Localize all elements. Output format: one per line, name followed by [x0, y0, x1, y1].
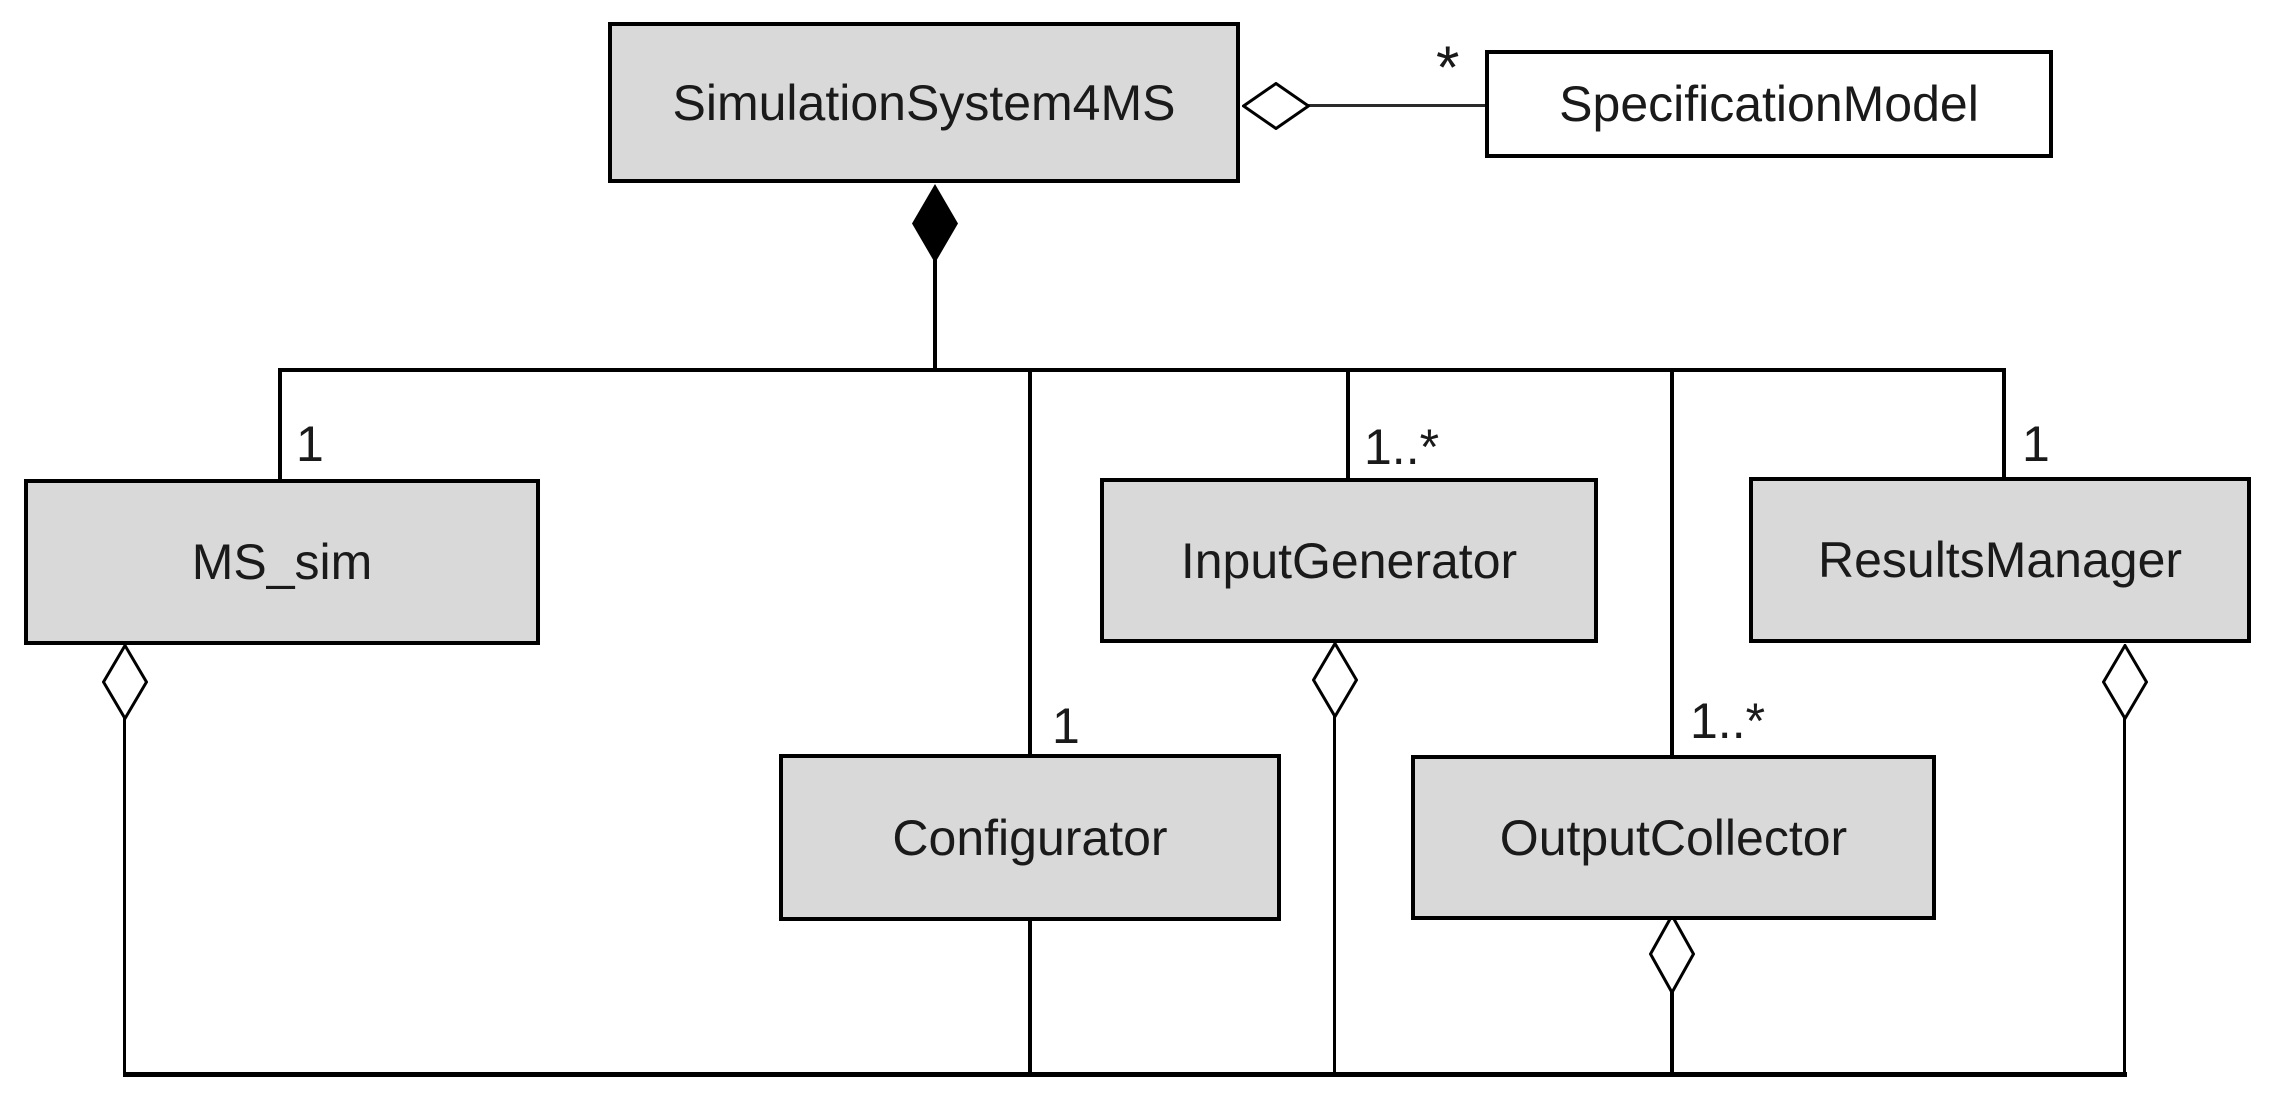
class-label-configurator: Configurator	[892, 809, 1168, 866]
drop-line-to-resultsmanager	[2002, 368, 2006, 481]
aggregation-diamond-icon-outputcollector	[1649, 914, 1695, 994]
class-box-resultsmanager: ResultsManager	[1749, 477, 2251, 643]
class-box-ms-sim: MS_sim	[24, 479, 540, 645]
drop-line-to-outputcollector	[1670, 368, 1674, 759]
aggregation-diamond-icon-resultsmanager	[2102, 644, 2148, 720]
aggregation-stem-ms-sim	[123, 716, 126, 1076]
drop-line-to-configurator	[1028, 368, 1032, 758]
class-label-specificationmodel: SpecificationModel	[1559, 76, 1979, 132]
aggregation-diamond-icon-ms-sim	[102, 644, 148, 720]
class-box-configurator: Configurator	[779, 754, 1281, 921]
aggregation-stem-resultsmanager	[2123, 716, 2126, 1076]
aggregation-diamond-icon-specificationmodel	[1242, 82, 1310, 130]
shared-aggregation-bus-line	[123, 1072, 2127, 1077]
class-label-resultsmanager: ResultsManager	[1817, 532, 2183, 588]
multiplicity-label-configurator: 1	[1052, 698, 1080, 754]
drop-line-to-inputgenerator	[1346, 368, 1350, 482]
class-box-simulationsystem4ms: SimulationSystem4MS	[608, 22, 1240, 183]
multiplicity-label-ms-sim: 1	[296, 416, 324, 472]
multiplicity-label-resultsmanager: 1	[2022, 416, 2050, 472]
composition-distribution-line	[278, 368, 2006, 372]
aggregation-link-sim4ms-specificationmodel	[1306, 104, 1488, 107]
class-box-specificationmodel: SpecificationModel	[1485, 50, 2053, 158]
aggregation-diamond-icon-inputgenerator	[1312, 642, 1358, 718]
composition-stem-line	[933, 258, 937, 372]
class-label-simulationsystem4ms: SimulationSystem4MS	[672, 74, 1176, 131]
multiplicity-label-outputcollector: 1..*	[1690, 693, 1766, 749]
composition-diamond-icon	[912, 184, 958, 263]
aggregation-stem-outputcollector	[1670, 992, 1674, 1076]
class-label-inputgenerator: InputGenerator	[1180, 532, 1518, 589]
multiplicity-label-inputgenerator: 1..*	[1364, 419, 1440, 475]
class-label-ms-sim: MS_sim	[191, 534, 373, 590]
multiplicity-label-specificationmodel: *	[1436, 34, 1460, 101]
configurator-bottom-stem	[1028, 917, 1032, 1076]
class-label-outputcollector: OutputCollector	[1499, 809, 1848, 866]
class-box-outputcollector: OutputCollector	[1411, 755, 1936, 920]
class-box-inputgenerator: InputGenerator	[1100, 478, 1598, 643]
drop-line-to-ms-sim	[278, 368, 282, 483]
aggregation-stem-inputgenerator	[1333, 714, 1336, 1076]
